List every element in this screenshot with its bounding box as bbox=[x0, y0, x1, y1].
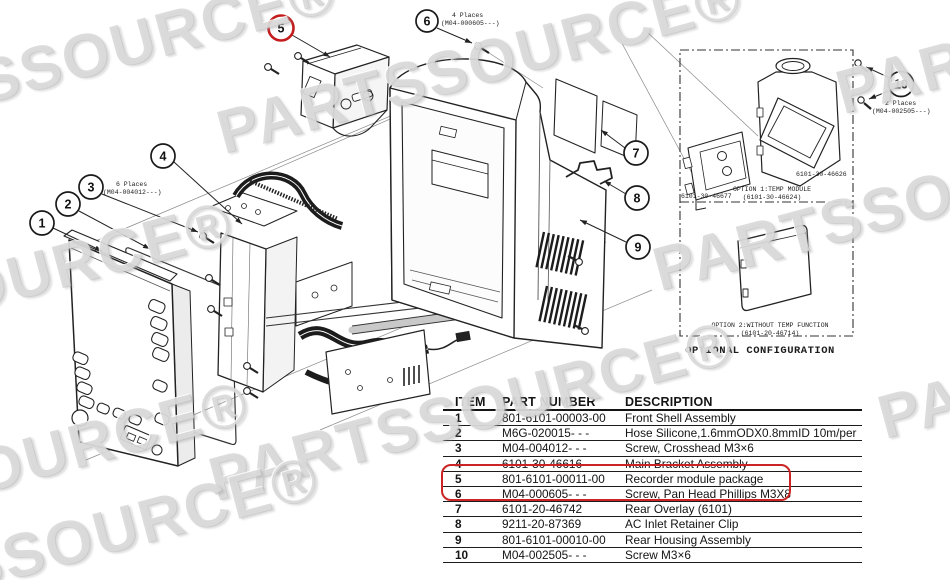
cell-part: M04-000605- - - bbox=[502, 486, 587, 501]
table-row: 1 801-6101-00003-00 Front Shell Assembly bbox=[443, 411, 862, 427]
cell-part: 801-6101-00010-00 bbox=[502, 532, 606, 547]
option1-label: OPTION 1:TEMP MODULE bbox=[733, 186, 811, 193]
cell-part: 6101-30-46616 bbox=[502, 456, 583, 471]
optional-configuration-title: OPTIONAL CONFIGURATION bbox=[685, 345, 835, 357]
cell-item: 10 bbox=[455, 547, 469, 562]
parts-table: ITEM PART NUMBER DESCRIPTION 1 801-6101-… bbox=[443, 395, 862, 563]
callout-8: 8 bbox=[624, 185, 650, 211]
callout-7: 7 bbox=[623, 140, 649, 166]
bottom-tray-drawing bbox=[325, 329, 431, 415]
cell-desc: Front Shell Assembly bbox=[625, 411, 736, 425]
cell-desc: Screw M3×6 bbox=[625, 547, 691, 562]
callout-9: 9 bbox=[625, 234, 651, 260]
cell-item: 8 bbox=[455, 517, 462, 532]
cell-item: 5 bbox=[455, 471, 462, 486]
optional-configuration-box bbox=[679, 49, 854, 337]
header-part-number: PART NUMBER bbox=[502, 395, 596, 409]
table-row: 2 M6G-020015- - - Hose Silicone,1.6mmODX… bbox=[443, 426, 862, 442]
places-4-part: (M04-000605---) bbox=[441, 20, 500, 27]
callout-4: 4 bbox=[150, 143, 176, 169]
option1-part: (6101-30-46624) bbox=[743, 194, 802, 201]
cell-part: 801-6101-00011-00 bbox=[502, 471, 605, 486]
cell-part: M6G-020015- - - bbox=[502, 426, 590, 441]
table-row: 7 6101-20-46742 Rear Overlay (6101) bbox=[443, 502, 862, 518]
cell-item: 1 bbox=[455, 411, 462, 425]
callout-3: 3 bbox=[78, 174, 104, 200]
temp-module-pcb-drawing bbox=[682, 131, 751, 211]
cell-desc: Hose Silicone,1.6mmODX0.8mmID 10m/per bbox=[625, 426, 857, 441]
cell-part: M04-004012- - - bbox=[502, 441, 587, 456]
callout-10: 10 bbox=[887, 70, 915, 98]
cell-desc: Rear Housing Assembly bbox=[625, 532, 751, 547]
cell-item: 4 bbox=[455, 456, 462, 471]
vent-slots bbox=[535, 231, 585, 276]
places-6-part: (M04-004012---) bbox=[103, 189, 162, 196]
cell-item: 2 bbox=[455, 426, 462, 441]
cell-item: 6 bbox=[455, 486, 462, 501]
cell-part: 6101-20-46742 bbox=[502, 502, 583, 517]
cell-item: 7 bbox=[455, 502, 462, 517]
cell-part: 801-6101-00003-00 bbox=[502, 411, 606, 425]
callout-balloons: 1 2 3 4 5 6 7 8 9 10 bbox=[29, 9, 915, 260]
temp-funnel-housing-drawing bbox=[756, 57, 841, 187]
part-label-46626: 6101-30-46626 bbox=[796, 171, 847, 178]
svg-text:2: 2 bbox=[65, 198, 72, 212]
parts-table-header: ITEM PART NUMBER DESCRIPTION bbox=[443, 395, 862, 411]
cell-desc: Screw, Crosshead M3×6 bbox=[625, 441, 754, 456]
screws bbox=[199, 42, 872, 399]
vent-slots bbox=[538, 285, 588, 330]
cell-item: 9 bbox=[455, 532, 462, 547]
diagram-annotations: 6 Places (M04-004012---) 4 Places (M04-0… bbox=[103, 12, 931, 357]
svg-text:10: 10 bbox=[894, 78, 908, 92]
cell-desc: Screw, Pan Head Phillips M3X8 bbox=[625, 486, 791, 501]
header-item: ITEM bbox=[455, 395, 486, 409]
cell-desc: Rear Overlay (6101) bbox=[625, 502, 732, 517]
svg-text:9: 9 bbox=[635, 241, 642, 255]
table-row: 9 801-6101-00010-00 Rear Housing Assembl… bbox=[443, 533, 862, 548]
cell-desc: Recorder module package bbox=[625, 471, 764, 486]
part-label-46677: 6101-30-46677 bbox=[681, 193, 732, 200]
table-row: 8 9211-20-87369 AC Inlet Retainer Clip bbox=[443, 517, 862, 533]
callout-5-highlighted: 5 bbox=[267, 14, 295, 42]
svg-text:5: 5 bbox=[278, 22, 285, 36]
callout-2: 2 bbox=[55, 191, 81, 217]
cell-item: 3 bbox=[455, 441, 462, 456]
places-4-label: 4 Places bbox=[452, 12, 483, 19]
cell-part: M04-002505- - - bbox=[502, 547, 587, 562]
callout-6: 6 bbox=[415, 9, 439, 33]
temp-cover-plate-drawing bbox=[737, 224, 812, 312]
cell-part: 9211-20-87369 bbox=[502, 517, 582, 532]
svg-text:4: 4 bbox=[160, 150, 167, 164]
front-shell-drawing bbox=[63, 229, 196, 467]
svg-text:8: 8 bbox=[634, 192, 641, 206]
table-row: 4 6101-30-46616 Main Bracket Assembly bbox=[443, 457, 862, 472]
svg-text:6: 6 bbox=[424, 15, 431, 29]
places-6-label: 6 Places bbox=[116, 181, 147, 188]
cell-desc: Main Bracket Assembly bbox=[625, 456, 748, 471]
table-row: 10 M04-002505- - - Screw M3×6 bbox=[443, 548, 862, 563]
callout-1: 1 bbox=[29, 210, 55, 236]
rear-housing-drawing bbox=[389, 58, 607, 349]
main-bracket-drawing bbox=[209, 171, 353, 393]
callout-leaders bbox=[52, 27, 892, 252]
ac-inlet-clip-drawing bbox=[565, 160, 613, 185]
option2-part: (6101-20-46714) bbox=[741, 330, 800, 337]
table-row: 3 M04-004012- - - Screw, Crosshead M3×6 bbox=[443, 441, 862, 457]
cell-desc: AC Inlet Retainer Clip bbox=[625, 517, 739, 532]
option2-label: OPTION 2:WITHOUT TEMP FUNCTION bbox=[711, 322, 828, 329]
header-description: DESCRIPTION bbox=[625, 395, 713, 409]
recorder-module-drawing bbox=[300, 44, 390, 137]
svg-text:7: 7 bbox=[633, 147, 640, 161]
table-row-highlighted: 5 801-6101-00011-00 Recorder module pack… bbox=[443, 472, 862, 487]
places-2-label: 2 Places bbox=[885, 100, 916, 107]
places-2-part: (M04-002505---) bbox=[872, 108, 931, 115]
svg-text:1: 1 bbox=[39, 217, 46, 231]
table-row: 6 M04-000605- - - Screw, Pan Head Philli… bbox=[443, 486, 862, 503]
svg-text:3: 3 bbox=[88, 181, 95, 195]
